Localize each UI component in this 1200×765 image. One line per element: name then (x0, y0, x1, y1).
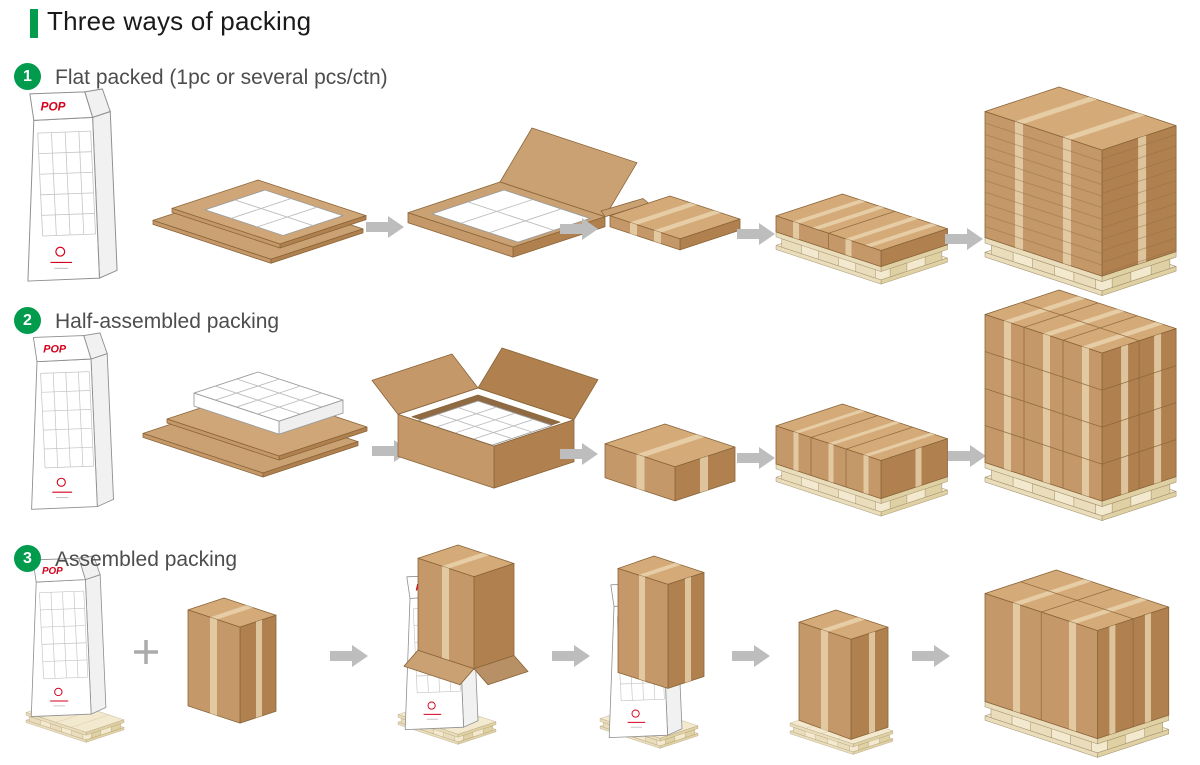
tall-carton (187, 597, 277, 724)
arrow-icon (912, 645, 950, 667)
display-stand (30, 555, 107, 718)
arrow-icon (366, 216, 404, 238)
open-bottom-flap (403, 649, 475, 686)
stand-on-pallet (25, 555, 125, 743)
flat-cardboard-sheets (152, 179, 367, 264)
open-box-with-dividers (371, 347, 599, 489)
carton-group-on-pallet (984, 569, 1170, 758)
row-3-assembled (25, 544, 1170, 758)
arrow-icon (732, 645, 770, 667)
arrow-icon (948, 445, 986, 467)
carton-lowered-over-stand (397, 544, 529, 745)
flat-carton (609, 195, 741, 251)
display-stand (27, 88, 118, 282)
carton-stack-on-pallet (984, 289, 1177, 521)
cardboard-sheets-with-tray (142, 371, 368, 478)
flat-carton-stack-on-pallet (984, 86, 1177, 296)
arrow-icon (552, 645, 590, 667)
plus-icon (134, 640, 158, 664)
display-stand (31, 332, 115, 510)
packed-carton-on-pallet (789, 609, 894, 755)
carton-half-covering-stand (599, 555, 705, 749)
open-bottom-flap (473, 655, 529, 686)
row-2-half-assembled (31, 289, 1177, 521)
flat-cartons-on-pallet (775, 193, 948, 285)
closed-carton (604, 423, 736, 502)
arrow-icon (737, 223, 775, 245)
arrow-icon (737, 447, 775, 469)
open-flat-box (407, 127, 650, 258)
row-1-flat-packed (27, 86, 1177, 296)
cartons-on-pallet (775, 403, 948, 517)
arrow-icon (945, 228, 983, 250)
arrow-icon (330, 645, 368, 667)
